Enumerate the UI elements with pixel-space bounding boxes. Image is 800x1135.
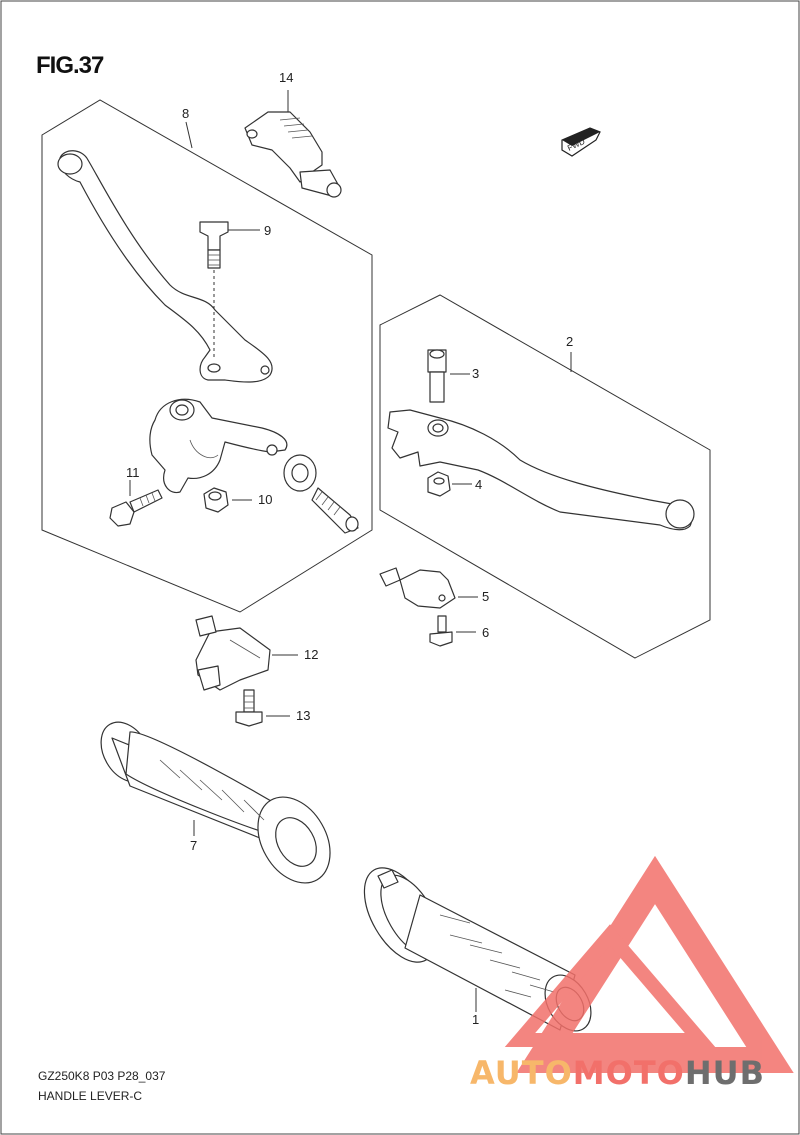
watermark-moto: MOTO	[573, 1054, 685, 1092]
callout-8: 8	[182, 106, 189, 121]
switch-5-part	[379, 567, 478, 609]
callout-9: 9	[264, 223, 271, 238]
callout-3: 3	[472, 366, 479, 381]
bolt-11-part	[109, 480, 163, 527]
watermark-hub: HUB	[685, 1054, 765, 1092]
right-assembly-frame	[379, 294, 711, 659]
watermark-auto: AUTO	[470, 1054, 573, 1092]
nut-10-part	[203, 487, 252, 513]
callout-6: 6	[482, 625, 489, 640]
brake-lever-part	[387, 409, 695, 531]
callout-13: 13	[296, 708, 310, 723]
callout-2: 2	[566, 334, 573, 349]
switch-12-part	[195, 615, 298, 691]
model-code: GZ250K8 P03 P28_037	[38, 1069, 166, 1083]
callout-14: 14	[279, 70, 293, 85]
callout-5: 5	[482, 589, 489, 604]
screw-6-part	[429, 615, 476, 647]
lever-bracket-part	[149, 398, 288, 494]
figure-title: FIG.37	[36, 52, 104, 79]
callout-10: 10	[258, 492, 272, 507]
callout-4: 4	[475, 477, 482, 492]
bolt-3-part	[427, 349, 470, 403]
callout-7: 7	[190, 838, 197, 853]
bolt-9-part	[199, 221, 229, 360]
figure-caption: HANDLE LEVER-C	[38, 1089, 142, 1103]
screw-13-part	[235, 689, 290, 727]
fwd-direction-badge: FWD	[561, 127, 601, 157]
grip-7-part	[100, 721, 331, 884]
callout-12: 12	[304, 647, 318, 662]
nut-4-part	[427, 471, 472, 497]
cable-adjuster-part	[283, 454, 359, 534]
watermark-text: AUTOMOTOHUB	[470, 1054, 765, 1092]
callout-1: 1	[472, 1012, 479, 1027]
watermark-logo	[504, 855, 794, 1073]
cable-end-14-part	[244, 90, 342, 198]
callout-11: 11	[126, 465, 140, 480]
left-assembly-frame	[41, 99, 373, 613]
clutch-lever-part	[57, 150, 273, 383]
